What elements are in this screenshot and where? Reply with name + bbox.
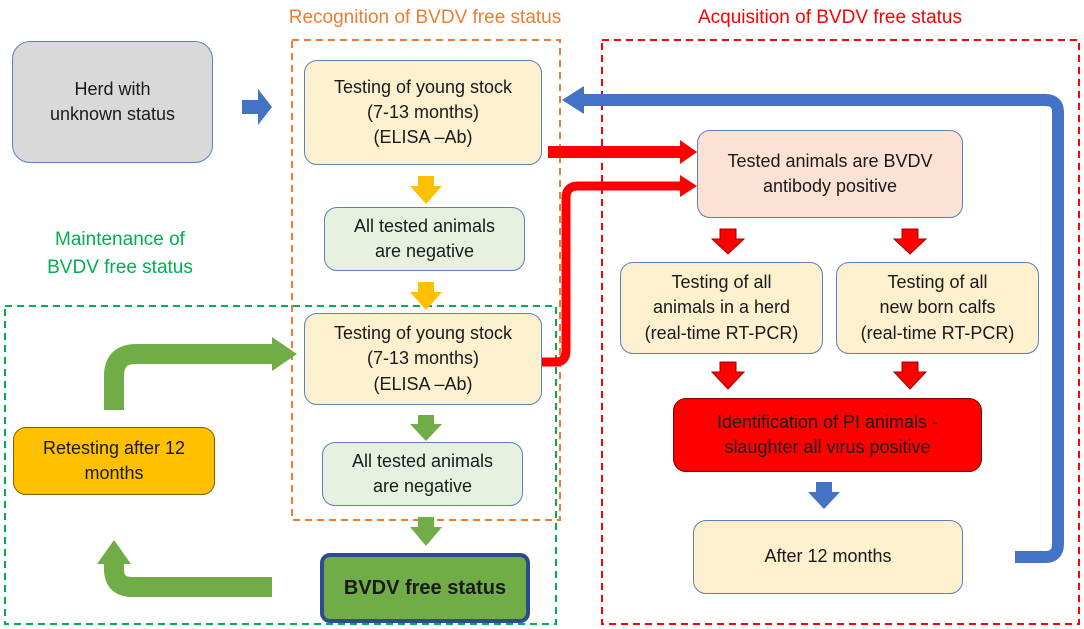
acquisition-frame [601,39,1080,625]
testing-young-stock-box-2: Testing of young stock (7-13 months) (EL… [304,313,542,405]
after-12-months-box: After 12 months [693,520,963,594]
testing-all-herd-box: Testing of all animals in a herd (real-t… [620,262,823,354]
herd-to-testing-arrow [242,89,272,125]
identification-pi-animals-box: Identification of PI animals - slaughter… [673,398,982,472]
yellow-arrow-2 [410,282,442,310]
return-loop-arrowhead [562,86,584,114]
all-negative-box-2: All tested animals are negative [322,442,523,506]
green-arrow-2 [410,517,442,546]
testing-newborn-calfs-box: Testing of all new born calfs (real-time… [836,262,1039,354]
maintenance-frame [4,305,557,625]
maintenance-label: Maintenance of BVDV free status [47,229,193,278]
bvdv-free-status-box: BVDV free status [320,553,530,623]
testing2-to-positive-arrowhead [680,175,697,197]
identification-to-after-arrow [808,482,840,509]
green-arrow-1 [410,415,442,441]
retesting-to-testing-arrow [104,344,274,410]
yellow-arrow-1 [410,176,442,204]
acquisition-label: Acquisition of BVDV free status [697,7,962,28]
testing-young-stock-box-1: Testing of young stock (7-13 months) (EL… [304,60,542,165]
testing1-to-positive-arrowhead [680,140,697,164]
return-loop-arrow [580,94,1064,563]
antibody-positive-box: Tested animals are BVDV antibody positiv… [697,130,963,218]
red-arrow-right-1 [892,228,928,255]
free-to-retesting-arrow [104,562,272,597]
red-arrow-left-2 [710,361,746,390]
testing2-to-positive-arrow [542,181,682,367]
herd-unknown-status-box: Herd with unknown status [12,41,213,163]
retesting-to-testing-arrowhead [272,337,297,371]
recognition-label: Recognition of BVDV free status [288,7,562,28]
free-to-retesting-arrowhead [97,540,131,564]
retesting-after-12-months-box: Retesting after 12 months [13,427,215,495]
red-arrow-left-1 [710,228,746,255]
all-negative-box-1: All tested animals are negative [324,207,525,271]
red-arrow-right-2 [892,361,928,390]
